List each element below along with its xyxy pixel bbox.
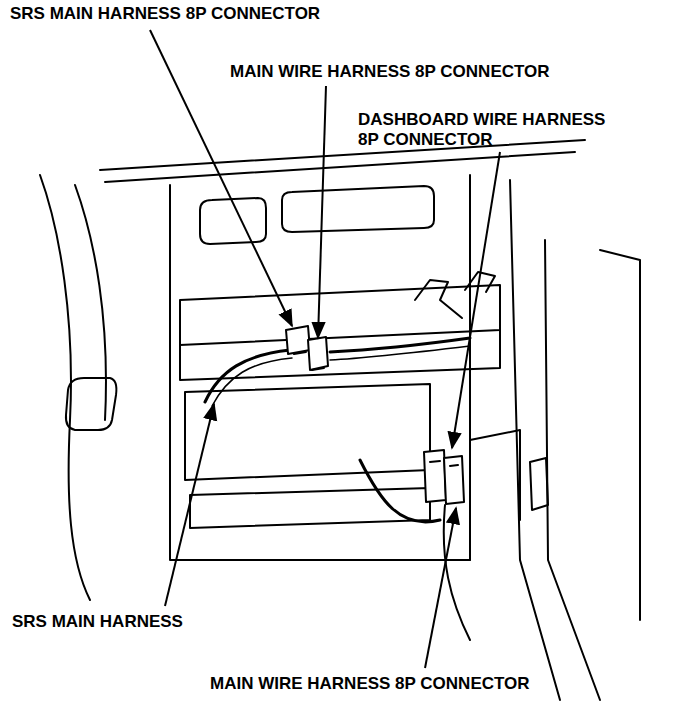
- opening-top-rail: [180, 285, 500, 345]
- callout-label: SRS MAIN HARNESS: [12, 612, 183, 632]
- callout-label: MAIN WIRE HARNESS 8P CONNECTOR: [210, 674, 530, 694]
- main-harness-wire: [330, 338, 470, 352]
- lower-opening: [185, 384, 430, 480]
- cluster-outline: [40, 175, 90, 600]
- console-side-outer: [545, 240, 600, 700]
- srs-8p-connector: [286, 326, 310, 354]
- leader-line: [452, 152, 500, 448]
- leader-line: [165, 404, 214, 606]
- bracket-tab: [415, 280, 462, 318]
- main-8p-connector: [308, 337, 328, 370]
- dash-top-edge-inner: [105, 152, 575, 182]
- center-vent-right: [282, 186, 434, 232]
- connector-latch: [294, 352, 324, 370]
- console-side: [510, 180, 560, 700]
- dashboard-harness-wire: [444, 505, 470, 640]
- center-panel-left: [170, 185, 470, 560]
- dashboard-8p-connector: [424, 450, 446, 502]
- dash-top-edge: [100, 140, 585, 170]
- right-panel: [600, 250, 640, 620]
- main-harness-wire: [330, 346, 470, 360]
- console-bracket: [470, 430, 520, 520]
- callout-label: SRS MAIN HARNESS 8P CONNECTOR: [10, 4, 320, 24]
- side-slot: [530, 458, 548, 510]
- leader-line: [318, 86, 326, 338]
- center-panel-right: [469, 175, 471, 560]
- left-vent: [66, 378, 116, 430]
- leader-line: [425, 508, 456, 668]
- cluster-inner: [75, 185, 106, 420]
- srs-harness-wire: [212, 358, 292, 406]
- lower-shelf: [190, 488, 430, 528]
- main-8p-connector-lower: [444, 456, 464, 504]
- callout-label: MAIN WIRE HARNESS 8P CONNECTOR: [230, 62, 550, 82]
- connector-latch: [430, 461, 458, 466]
- srs-harness-wire: [205, 350, 290, 402]
- callout-label: DASHBOARD WIRE HARNESS 8P CONNECTOR: [358, 110, 620, 150]
